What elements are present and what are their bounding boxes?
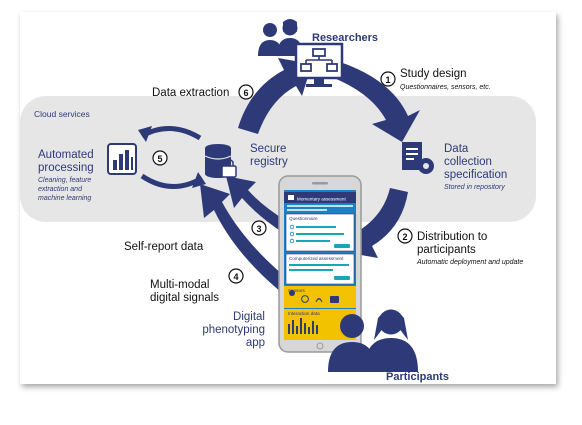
data-collection-line1: Data <box>444 143 469 155</box>
computerized-line-2 <box>289 269 333 271</box>
secure-registry-line2: registry <box>250 156 288 168</box>
document-gear-icon <box>402 142 434 174</box>
step-1-number: 1 <box>385 75 390 85</box>
data-collection-sub: Stored in repository <box>444 184 505 191</box>
network-screen-icon <box>294 42 344 87</box>
computerized-label: Computerized assessment <box>289 256 344 261</box>
step-4-badge <box>228 268 244 284</box>
phone: Momentary assessment Questionnaire Compu… <box>278 175 362 353</box>
phone-speaker <box>312 182 328 185</box>
wifi-icon <box>315 298 323 303</box>
automated-processing-sub3: machine learning <box>38 195 91 202</box>
automated-processing-sub1: Cleaning, feature <box>38 177 91 184</box>
step-3-label: Self-report data <box>124 241 204 253</box>
participants-label: Participants <box>386 371 449 383</box>
app-label-line3: app <box>246 337 265 349</box>
step-3-badge <box>251 220 267 236</box>
arrow-signals <box>200 184 294 296</box>
data-collection-line2: collection <box>444 156 492 168</box>
header-line-2 <box>287 209 327 211</box>
momentary-assessment-header <box>284 192 356 203</box>
header-line <box>287 205 353 207</box>
step-2-label-line2: participants <box>417 244 476 256</box>
step-3-number: 3 <box>256 224 261 234</box>
camera-icon <box>330 296 339 303</box>
radio-3 <box>289 238 295 244</box>
step-5-number: 5 <box>157 154 162 164</box>
automated-processing-line2: processing <box>38 162 94 174</box>
database-lock-icon <box>204 144 237 178</box>
questionnaire-label: Questionnaire <box>289 216 318 221</box>
arrow-self-report <box>226 176 288 232</box>
interaction-bars <box>288 318 318 334</box>
sensors-label: Sensors <box>288 288 306 293</box>
app-label-line2: phenotyping <box>202 324 265 336</box>
interaction-label: Interaction data <box>288 311 320 316</box>
step-6-label: Data extraction <box>152 87 229 99</box>
step-2-number: 2 <box>402 232 407 242</box>
questionnaire-submit <box>334 244 350 248</box>
step-6-number: 6 <box>243 88 248 98</box>
arrow-study-design <box>334 62 420 142</box>
activity-icon <box>301 295 309 303</box>
step-1-label: Study design <box>400 68 467 80</box>
answer-line-3 <box>296 240 330 242</box>
step-4-label-line2: digital signals <box>150 292 219 304</box>
answer-line-1 <box>296 226 336 228</box>
app-label-line1: Digital <box>233 311 265 323</box>
secure-registry-line1: Secure <box>250 143 286 155</box>
phone-home-button <box>316 342 324 350</box>
arrowhead-to-processing <box>138 126 152 142</box>
answer-line-2 <box>296 233 344 235</box>
step-2-badge <box>397 228 413 244</box>
step-2-sub: Automatic deployment and update <box>416 259 523 266</box>
step-5-badge <box>152 150 168 166</box>
arrow-data-extraction <box>238 58 312 134</box>
researchers-label: Researchers <box>312 32 378 44</box>
computerized-submit <box>334 276 350 280</box>
radio-1 <box>289 224 295 230</box>
automated-processing-line1: Automated <box>38 149 94 161</box>
step-4-number: 4 <box>233 272 238 282</box>
location-icon <box>289 290 296 303</box>
computerized-line-1 <box>289 264 349 266</box>
chat-icon <box>288 195 294 200</box>
automated-processing-sub2: extraction and <box>38 186 83 193</box>
step-4-label-line1: Multi-modal <box>150 279 209 291</box>
momentary-assessment-label: Momentary assessment <box>297 197 346 202</box>
data-collection-line3: specification <box>444 169 507 181</box>
arrowhead-to-registry <box>192 172 206 188</box>
participants-icon <box>328 309 418 372</box>
bar-chart-icon <box>107 143 137 175</box>
radio-2 <box>289 231 295 237</box>
step-6-badge <box>238 84 254 100</box>
step-1-badge <box>380 71 396 87</box>
cloud-services-label: Cloud services <box>34 109 90 119</box>
step-2-label-line1: Distribution to <box>417 231 487 243</box>
step-1-sub: Questionnaires, sensors, etc. <box>400 84 491 91</box>
